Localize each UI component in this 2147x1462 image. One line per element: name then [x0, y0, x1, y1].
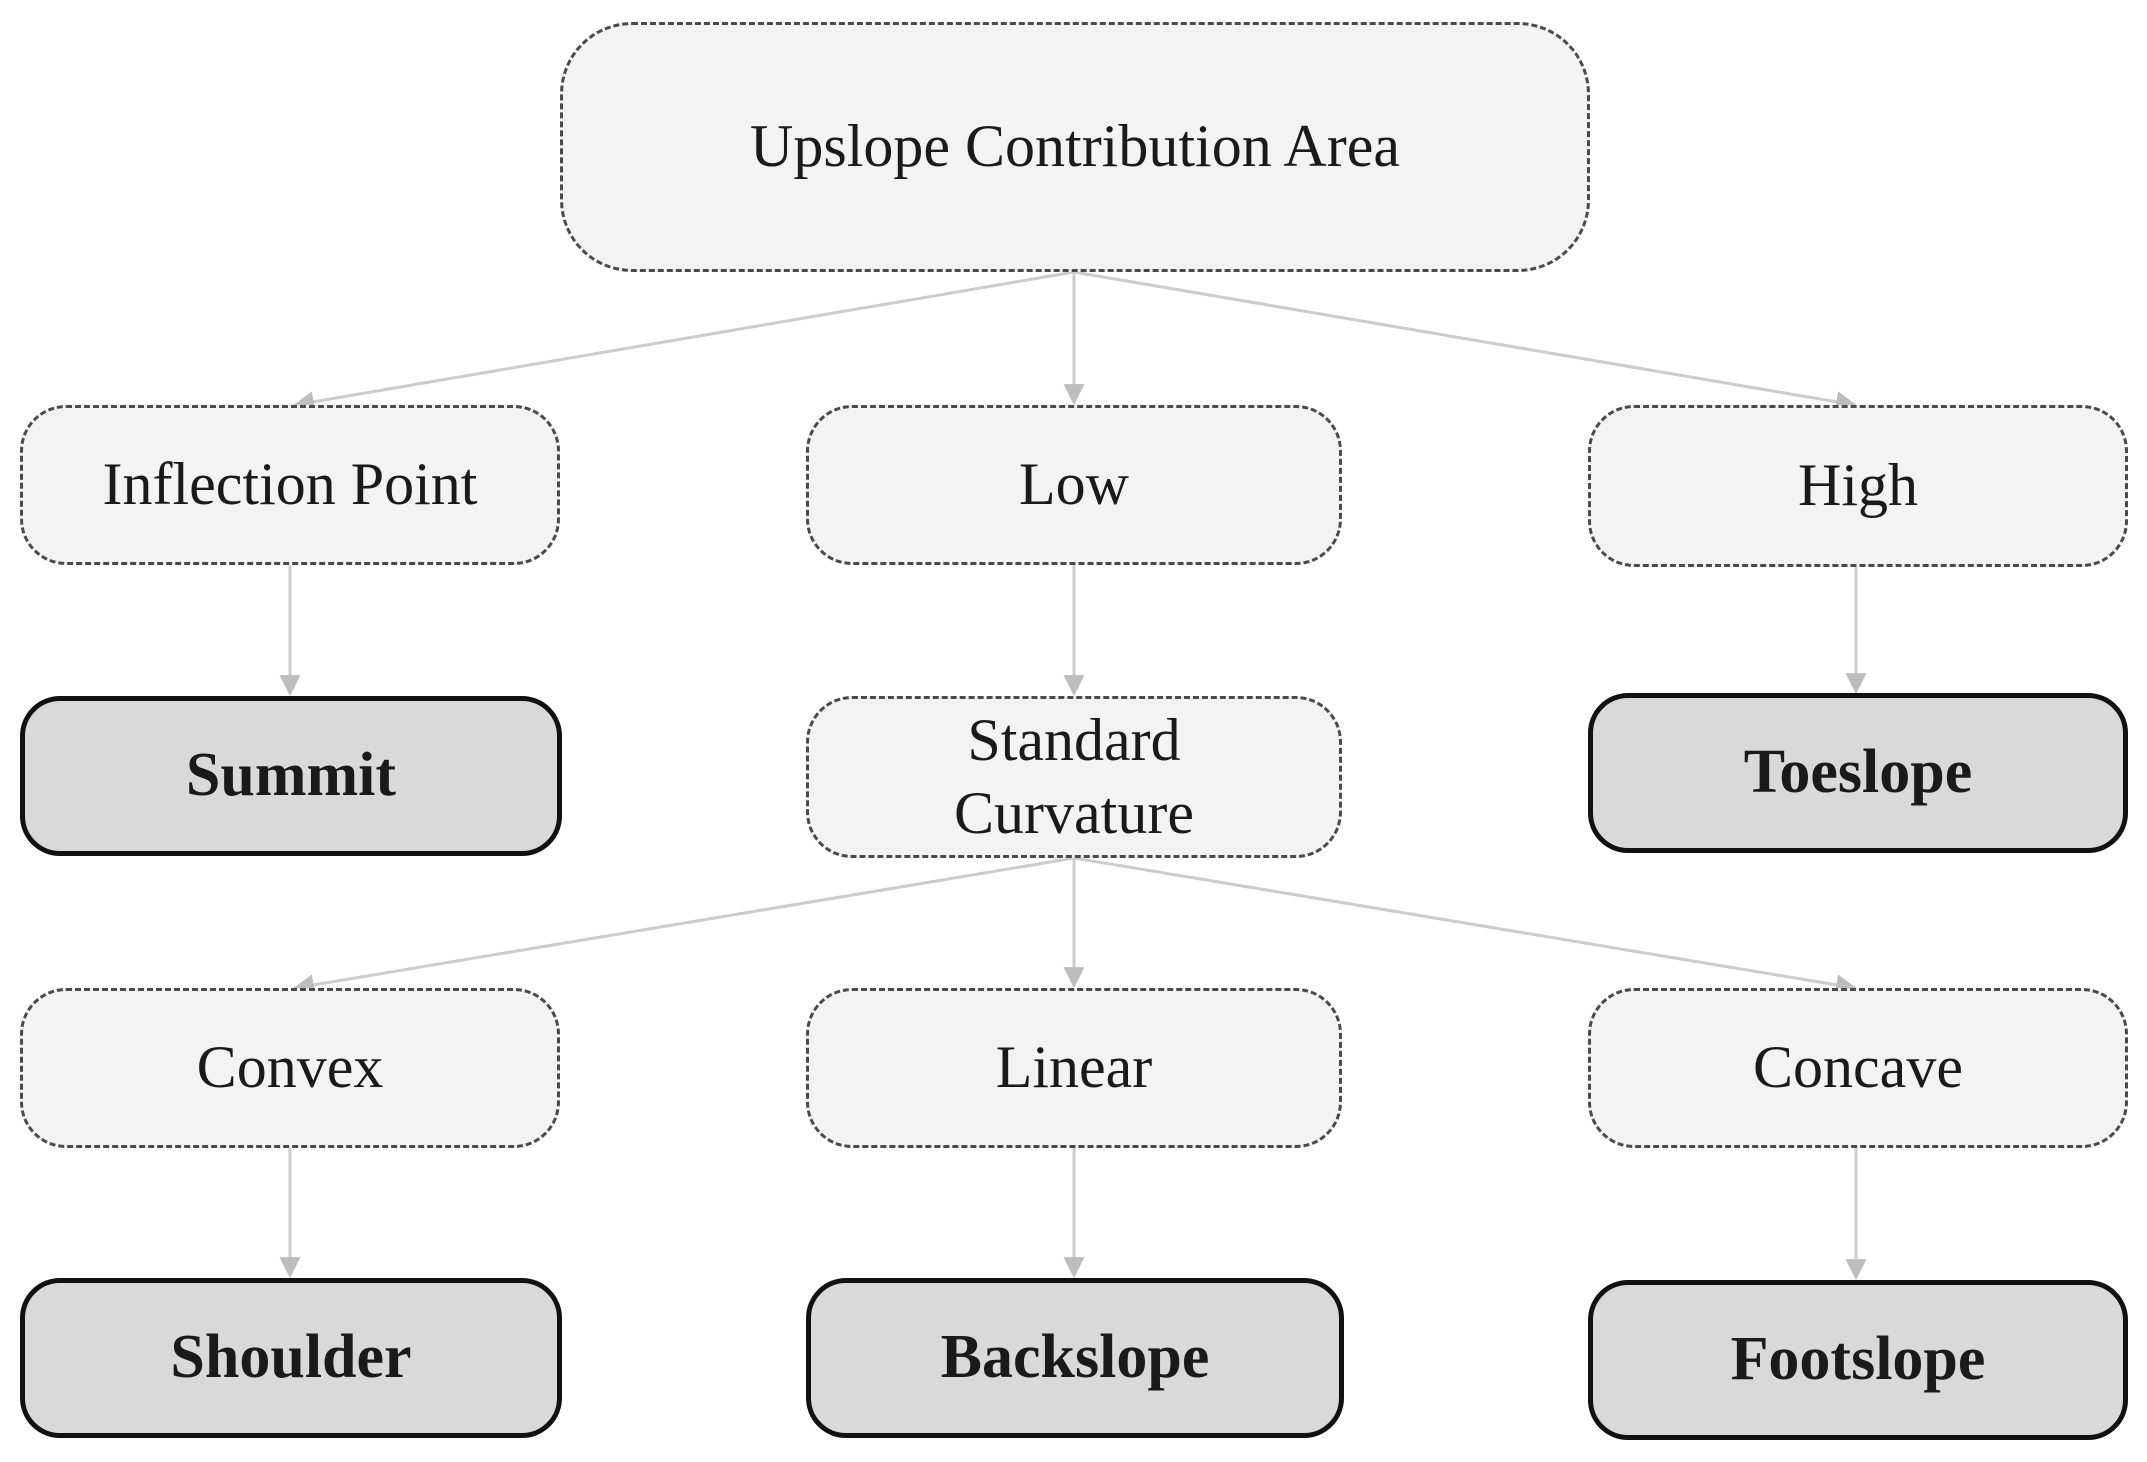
node-label: Shoulder — [170, 1323, 412, 1392]
node-label: High — [1798, 452, 1918, 519]
node-low: Low — [806, 405, 1342, 565]
edge-root-to-inflection-point — [292, 270, 1075, 413]
node-footslope: Footslope — [1588, 1280, 2128, 1440]
node-summit: Summit — [20, 696, 562, 856]
edge-standard-curvature-to-concave — [1073, 856, 1858, 996]
node-backslope: Backslope — [806, 1278, 1344, 1438]
node-label: Upslope Contribution Area — [750, 113, 1400, 180]
node-concave: Concave — [1588, 988, 2128, 1148]
node-label: Concave — [1753, 1034, 1963, 1101]
node-shoulder: Shoulder — [20, 1278, 562, 1438]
edge-standard-curvature-to-convex — [292, 856, 1075, 996]
node-label: Inflection Point — [102, 451, 478, 518]
node-label: Summit — [185, 741, 397, 810]
node-inflection-point: Inflection Point — [20, 405, 560, 565]
edge-root-to-high — [1073, 270, 1858, 413]
node-high: High — [1588, 405, 2128, 567]
node-label: Standard Curvature — [954, 706, 1194, 846]
node-label: Backslope — [940, 1323, 1210, 1392]
node-standard-curvature: Standard Curvature — [806, 696, 1342, 858]
node-label: Footslope — [1730, 1325, 1986, 1394]
node-convex: Convex — [20, 988, 560, 1148]
node-label: Low — [1019, 451, 1129, 518]
node-linear: Linear — [806, 988, 1342, 1148]
node-label: Toeslope — [1743, 738, 1973, 807]
node-upslope-contribution-area: Upslope Contribution Area — [560, 22, 1590, 272]
node-label: Linear — [995, 1034, 1153, 1101]
node-label: Convex — [196, 1034, 384, 1101]
node-toeslope: Toeslope — [1588, 693, 2128, 853]
